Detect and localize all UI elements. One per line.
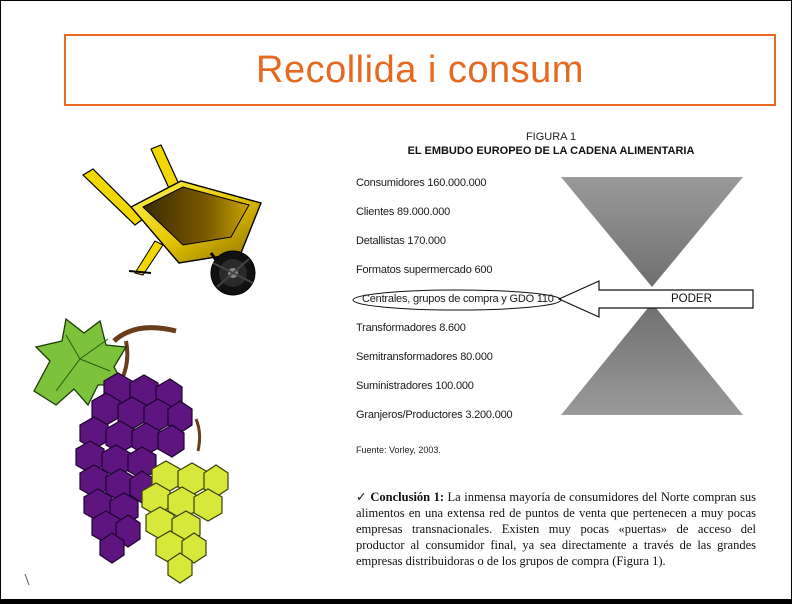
poder-label: PODER (671, 293, 712, 305)
poder-arrow (557, 280, 754, 318)
hourglass-funnel (561, 177, 743, 415)
wheelbarrow-illustration (82, 144, 262, 296)
row-suministradores: Suministradores 100.000 (356, 380, 474, 392)
row-clientes: Clientes 89.000.000 (356, 206, 451, 218)
row-consumidores: Consumidores 160.000.000 (356, 177, 487, 189)
check-mark: ✓ (356, 490, 367, 504)
grapes-illustration (33, 317, 229, 584)
row-semitransformadores: Semitransformadores 80.000 (356, 351, 493, 363)
conclusion-text: La inmensa mayoría de consumidores del N… (356, 490, 757, 568)
conclusion-heading: Conclusión 1: (370, 490, 445, 504)
row-formatos: Formatos supermercado 600 (356, 264, 493, 276)
row-transformadores: Transformadores 8.600 (356, 322, 466, 334)
row-centrales: Centrales, grupos de compra y GDO 110 (362, 293, 554, 305)
highlight-oval (352, 289, 562, 311)
conclusion-paragraph: ✓ Conclusión 1: La inmensa mayoría de co… (356, 489, 756, 569)
figure-title: EL EMBUDO EUROPEO DE LA CADENA ALIMENTAR… (407, 145, 695, 157)
figure-source: Fuente: Vorley, 2003. (356, 445, 441, 455)
stray-mark (24, 573, 30, 586)
figure-number: FIGURA 1 (525, 131, 577, 143)
row-granjeros: Granjeros/Productores 3.200.000 (356, 409, 513, 421)
title-box: Recollida i consum (64, 34, 776, 106)
row-detallistas: Detallistas 170.000 (356, 235, 446, 247)
slide-title: Recollida i consum (256, 48, 584, 91)
